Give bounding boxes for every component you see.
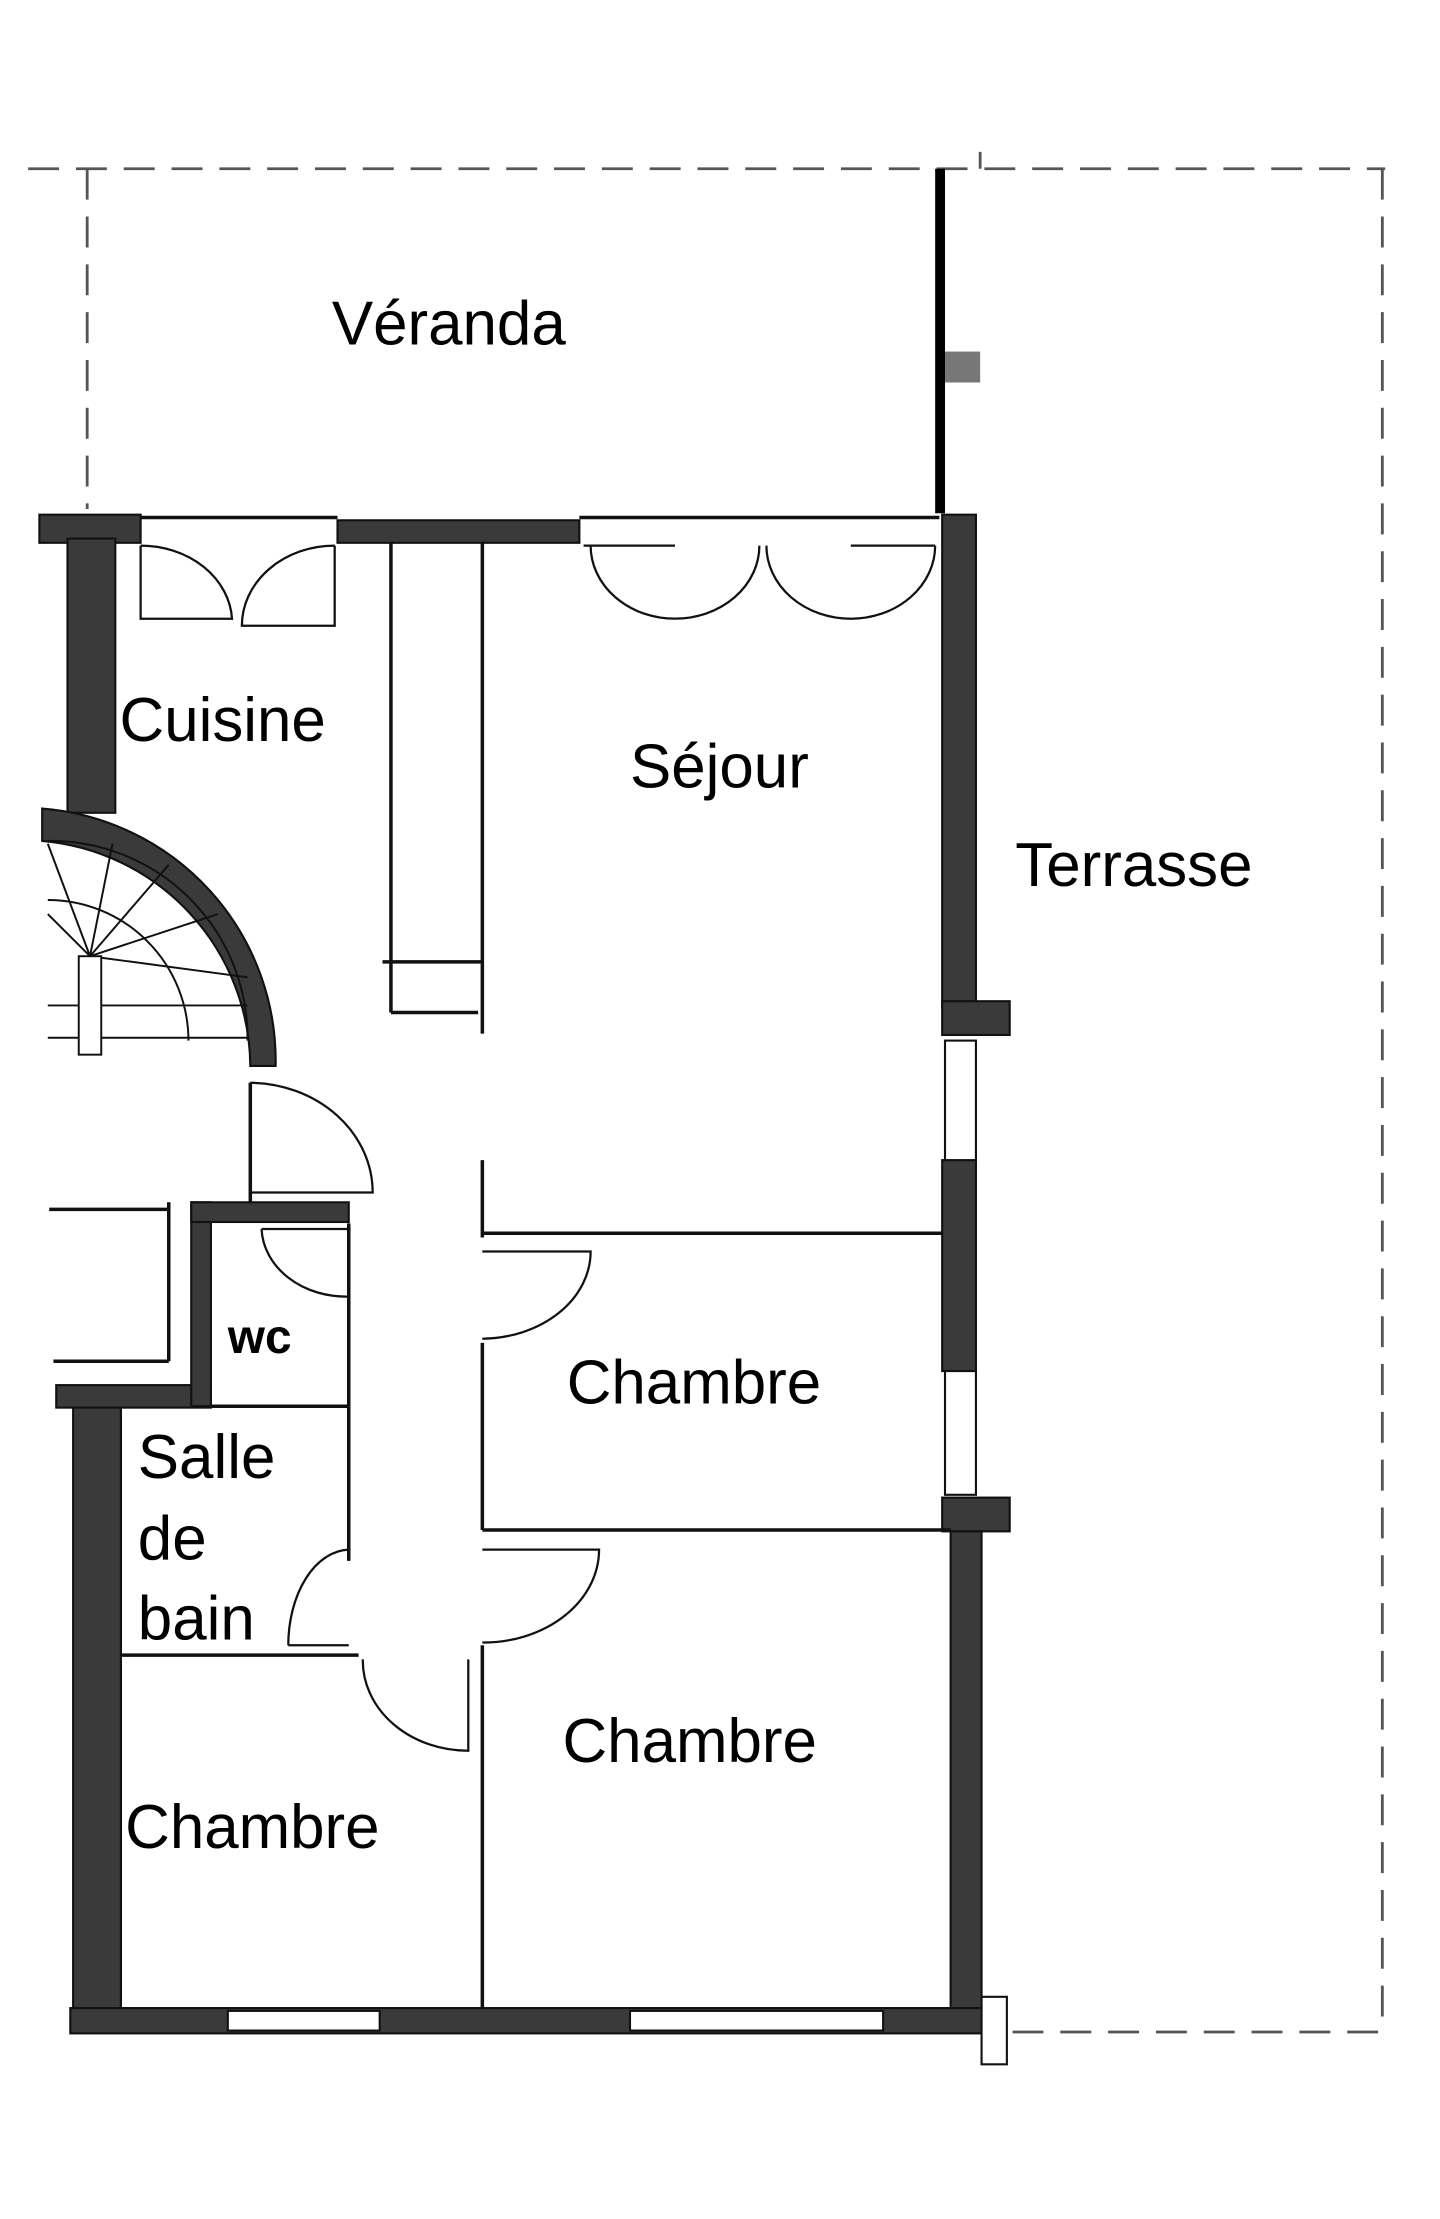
room-label-terrasse: Terrasse xyxy=(1015,831,1252,900)
room-label-veranda: Véranda xyxy=(332,290,566,359)
veranda-divider xyxy=(935,168,945,514)
room-label-chambre-right-bottom: Chambre xyxy=(563,1707,817,1776)
room-label-salle-de-bain-1: Salle xyxy=(138,1423,276,1492)
room-label-salle-de-bain-2: de xyxy=(138,1504,207,1573)
room-label-wc: wc xyxy=(227,1311,292,1364)
spiral-staircase xyxy=(46,839,249,1056)
room-label-chambre-right-top: Chambre xyxy=(567,1348,821,1417)
outdoor-boundaries xyxy=(28,151,1386,2034)
veranda-post xyxy=(945,351,981,383)
exterior-walls xyxy=(38,513,1011,2066)
doors xyxy=(139,544,937,1752)
room-label-salle-de-bain-3: bain xyxy=(138,1585,255,1654)
room-label-sejour: Séjour xyxy=(630,732,809,801)
interior-walls xyxy=(49,515,951,2009)
room-label-chambre-left: Chambre xyxy=(125,1793,379,1862)
room-label-cuisine: Cuisine xyxy=(120,686,326,755)
